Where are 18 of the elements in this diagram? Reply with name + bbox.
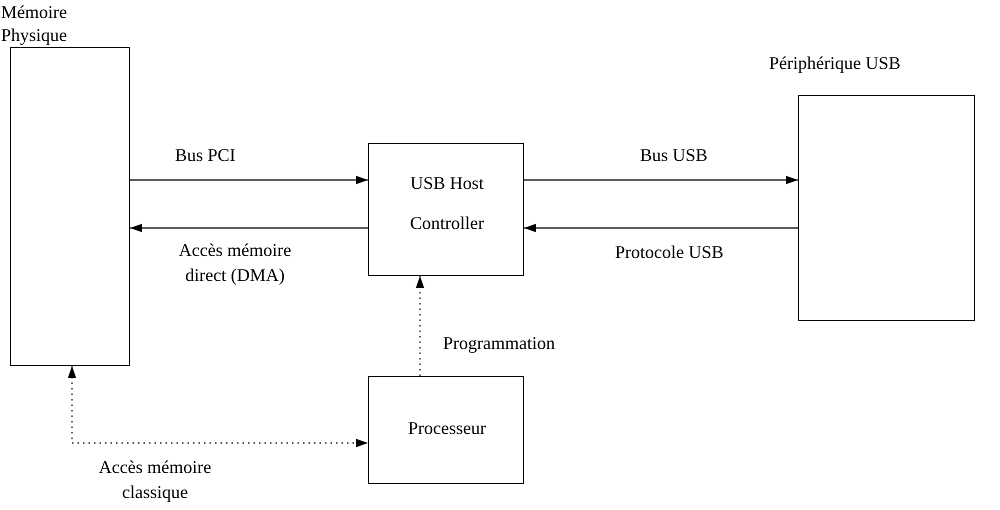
box-label: USB Host Controller — [409, 172, 485, 235]
arrow — [130, 176, 368, 184]
edge-label: Programmation — [443, 332, 555, 355]
edge-label: Bus USB — [640, 144, 708, 167]
edge-label: Protocole USB — [615, 241, 724, 264]
dotted-arrow — [416, 276, 424, 376]
arrow — [524, 224, 798, 232]
arrow — [130, 224, 368, 232]
process-box — [368, 143, 524, 276]
dotted-arrow — [68, 366, 368, 448]
edge-label: Accès mémoire classique — [98, 456, 212, 504]
box-label: Processeur — [407, 417, 487, 440]
edge-label: Bus PCI — [175, 144, 236, 167]
box-heading: Mémoire Physique — [1, 1, 68, 48]
process-box — [368, 376, 524, 484]
arrow — [524, 176, 798, 184]
edge-label: Accès mémoire direct (DMA) — [178, 239, 292, 288]
box-heading: Périphérique USB — [769, 52, 902, 75]
